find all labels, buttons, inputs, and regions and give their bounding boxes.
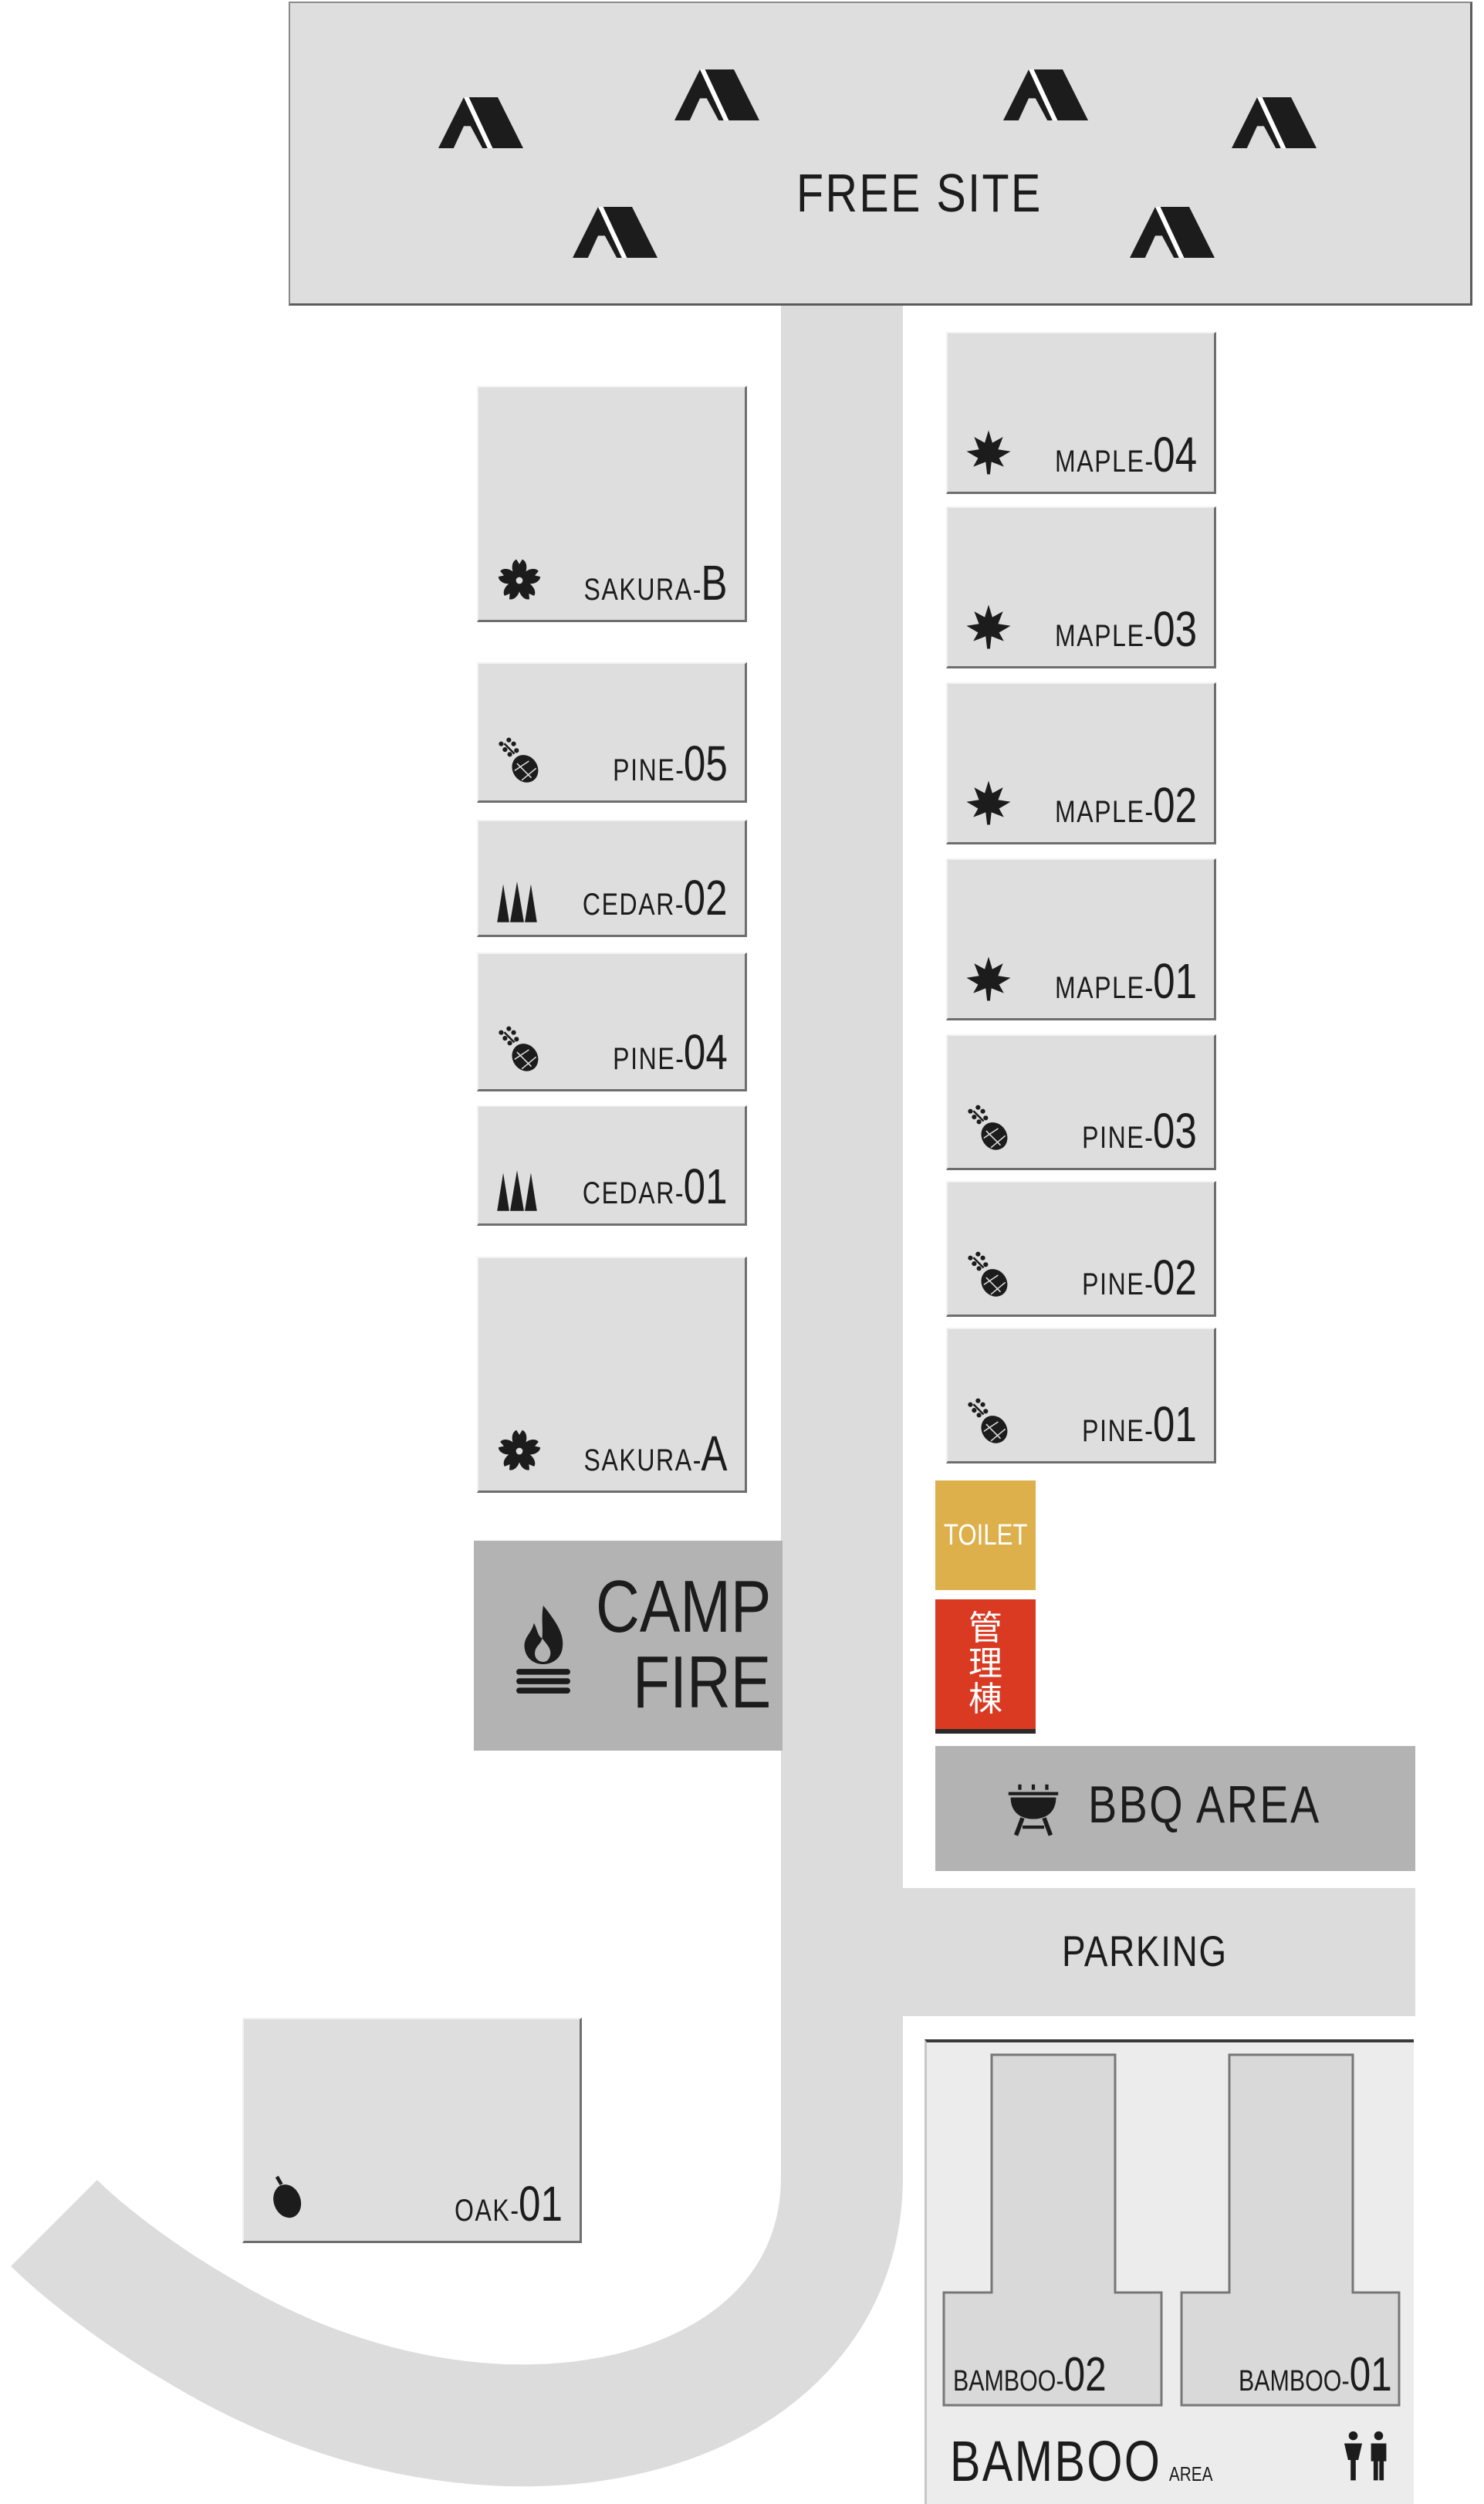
maple-leaf-icon bbox=[965, 603, 1012, 651]
tent-icon bbox=[438, 96, 523, 150]
bbq-label: BBQ AREA bbox=[1088, 1775, 1321, 1834]
acorn-icon bbox=[264, 2170, 309, 2225]
site-pine-04[interactable]: PINE-04 bbox=[477, 953, 747, 1091]
tent-icon bbox=[1003, 68, 1088, 122]
site-label: PINE-04 bbox=[613, 1024, 728, 1080]
cedar-icon bbox=[495, 881, 539, 924]
site-pine-05[interactable]: PINE-05 bbox=[477, 662, 747, 803]
grill-icon bbox=[1008, 1784, 1059, 1836]
site-label: BAMBOO-02 bbox=[953, 2348, 1107, 2401]
sakura-icon bbox=[495, 1427, 543, 1475]
site-label: PINE-03 bbox=[1082, 1103, 1197, 1159]
site-oak-01[interactable]: OAK-01 bbox=[242, 2018, 582, 2243]
site-label: CEDAR-02 bbox=[583, 870, 728, 925]
site-cedar-02[interactable]: CEDAR-02 bbox=[477, 820, 747, 937]
free-site-area[interactable]: FREE SITE bbox=[289, 2, 1472, 306]
free-site-label: FREE SITE bbox=[796, 163, 1043, 223]
parking-label: PARKING bbox=[1062, 1927, 1228, 1975]
site-pine-01[interactable]: PINE-01 bbox=[946, 1328, 1216, 1463]
maple-leaf-icon bbox=[965, 779, 1012, 827]
tent-icon bbox=[573, 205, 657, 259]
pinecone-icon bbox=[965, 1398, 1012, 1446]
site-maple-03[interactable]: MAPLE-03 bbox=[946, 506, 1216, 668]
site-label: MAPLE-01 bbox=[1054, 953, 1197, 1009]
cedar-icon bbox=[495, 1169, 539, 1213]
office-char: 管 bbox=[968, 1608, 1002, 1648]
office-char: 棟 bbox=[968, 1680, 1002, 1720]
site-sakura-a[interactable]: SAKURA-A bbox=[477, 1257, 747, 1493]
site-label: BAMBOO-01 bbox=[1239, 2348, 1392, 2401]
maple-leaf-icon bbox=[965, 428, 1012, 476]
site-label: MAPLE-03 bbox=[1054, 601, 1197, 657]
tent-icon bbox=[674, 68, 759, 122]
bbq-area[interactable]: BBQ AREA bbox=[935, 1746, 1415, 1871]
campfire-line1: CAMP bbox=[596, 1565, 772, 1648]
site-cedar-01[interactable]: CEDAR-01 bbox=[477, 1105, 747, 1226]
sakura-icon bbox=[495, 557, 543, 604]
site-label: SAKURA-B bbox=[583, 555, 728, 611]
tent-icon bbox=[1232, 96, 1317, 150]
site-label: PINE-05 bbox=[613, 736, 728, 791]
parking-road bbox=[903, 1888, 1415, 2016]
site-label: CEDAR-01 bbox=[583, 1159, 728, 1214]
pinecone-icon bbox=[965, 1251, 1012, 1299]
site-pine-03[interactable]: PINE-03 bbox=[946, 1034, 1216, 1170]
bamboo-site-02[interactable] bbox=[941, 2053, 1165, 2408]
site-maple-02[interactable]: MAPLE-02 bbox=[946, 682, 1216, 844]
site-label: MAPLE-04 bbox=[1054, 427, 1197, 482]
tent-icon bbox=[1130, 205, 1215, 259]
pinecone-icon bbox=[495, 1026, 543, 1074]
office-char: 理 bbox=[968, 1643, 1002, 1683]
curved-road bbox=[11, 1853, 903, 2487]
site-label: OAK-01 bbox=[455, 2176, 563, 2232]
bamboo-site-01[interactable] bbox=[1178, 2053, 1402, 2408]
toilet-building[interactable]: TOILET bbox=[935, 1480, 1036, 1590]
management-office[interactable]: 管 理 棟 bbox=[935, 1599, 1036, 1734]
pinecone-icon bbox=[495, 737, 543, 785]
restroom-icon bbox=[1344, 2431, 1387, 2481]
site-sakura-b[interactable]: SAKURA-B bbox=[477, 386, 747, 622]
campfire-area[interactable]: CAMP FIRE bbox=[474, 1541, 783, 1751]
maple-leaf-icon bbox=[965, 955, 1012, 1003]
main-road bbox=[781, 306, 903, 1965]
site-label: SAKURA-A bbox=[583, 1426, 728, 1481]
site-maple-01[interactable]: MAPLE-01 bbox=[946, 858, 1216, 1020]
campfire-icon bbox=[516, 1606, 570, 1694]
site-label: PINE-02 bbox=[1082, 1250, 1197, 1305]
site-maple-04[interactable]: MAPLE-04 bbox=[946, 332, 1216, 494]
site-pine-02[interactable]: PINE-02 bbox=[946, 1181, 1216, 1317]
pinecone-icon bbox=[965, 1105, 1012, 1152]
site-label: PINE-01 bbox=[1082, 1396, 1197, 1452]
site-label: MAPLE-02 bbox=[1054, 777, 1197, 833]
toilet-label: TOILET bbox=[943, 1518, 1028, 1551]
campfire-line2: FIRE bbox=[633, 1641, 772, 1724]
